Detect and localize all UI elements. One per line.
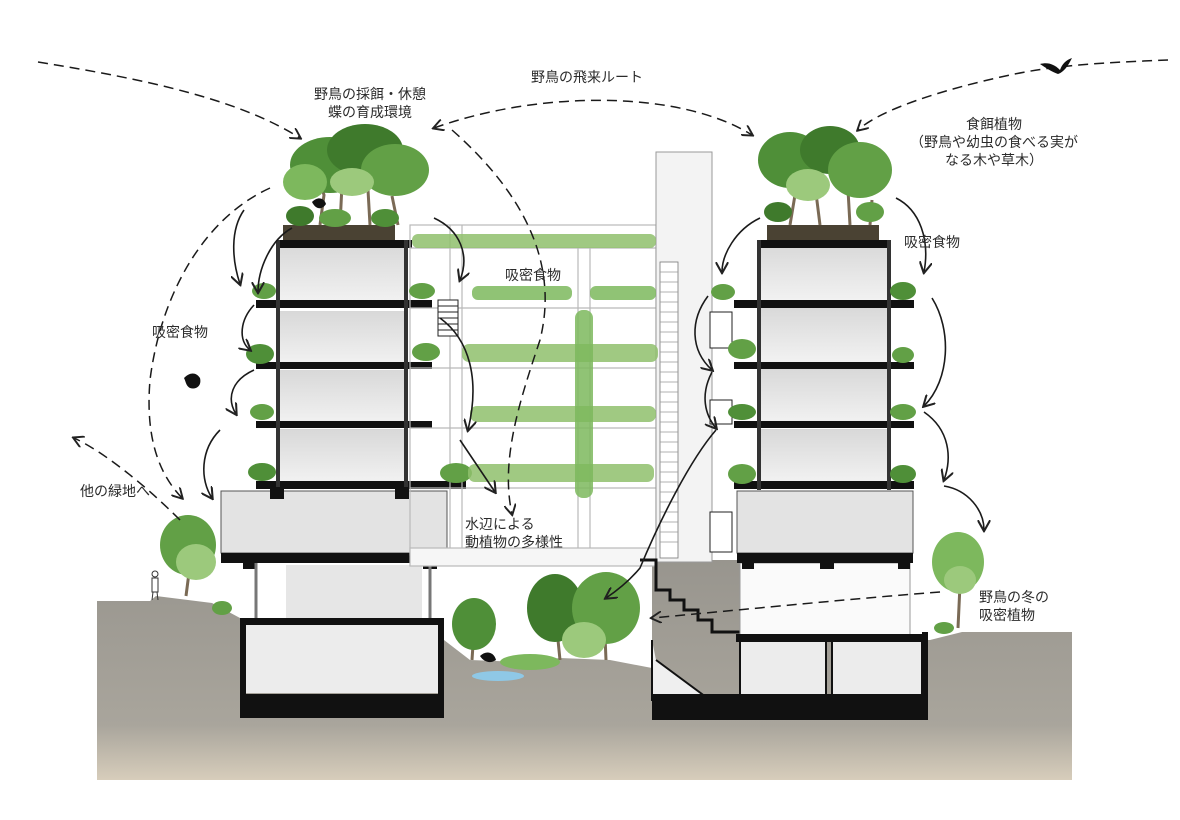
flight-route-label: 野鳥の飛来ルート	[531, 70, 643, 86]
food-plants-label: 食餌植物 （野鳥や幼虫の食べる実が なる木や草木）	[892, 116, 1096, 170]
vegetation	[160, 124, 984, 681]
left-building	[220, 225, 466, 718]
nectar-right-label: 吸密食物	[904, 235, 960, 251]
winter-line-1: 野鳥の冬の	[979, 590, 1049, 606]
food-plants-line-1: 食餌植物	[966, 117, 1022, 133]
winter-line-2: 吸密植物	[979, 608, 1035, 624]
roof-tree-right	[758, 126, 892, 226]
feeding-rest-line-1: 野鳥の採餌・休憩	[314, 87, 426, 103]
waterside-label: 水辺による 動植物の多様性	[465, 516, 563, 552]
nectar-left-label: 吸密食物	[152, 325, 208, 341]
pond	[472, 671, 524, 681]
nectar-center-label: 吸密食物	[505, 268, 561, 284]
ground-trees	[160, 515, 984, 670]
right-stair	[709, 311, 733, 553]
other-green-label: 他の緑地へ	[80, 484, 150, 500]
waterside-line-1: 水辺による	[465, 517, 535, 533]
food-plants-line-3: なる木や草木）	[945, 153, 1043, 169]
flight-routes	[37, 59, 1169, 618]
feeding-rest-label: 野鳥の採餌・休憩 蝶の育成環境	[300, 86, 440, 122]
winter-label: 野鳥の冬の 吸密植物	[979, 589, 1049, 625]
ground	[97, 560, 1072, 780]
person-icon	[151, 570, 159, 601]
hop-arrows	[204, 197, 984, 598]
bird-icon	[184, 58, 1072, 663]
roof-tree-left	[283, 124, 429, 227]
food-plants-line-2: （野鳥や幼虫の食べる実が	[910, 135, 1078, 151]
waterside-line-2: 動植物の多様性	[465, 535, 563, 551]
right-building	[734, 225, 928, 720]
feeding-rest-line-2: 蝶の育成環境	[328, 105, 412, 121]
central-core	[640, 151, 928, 720]
